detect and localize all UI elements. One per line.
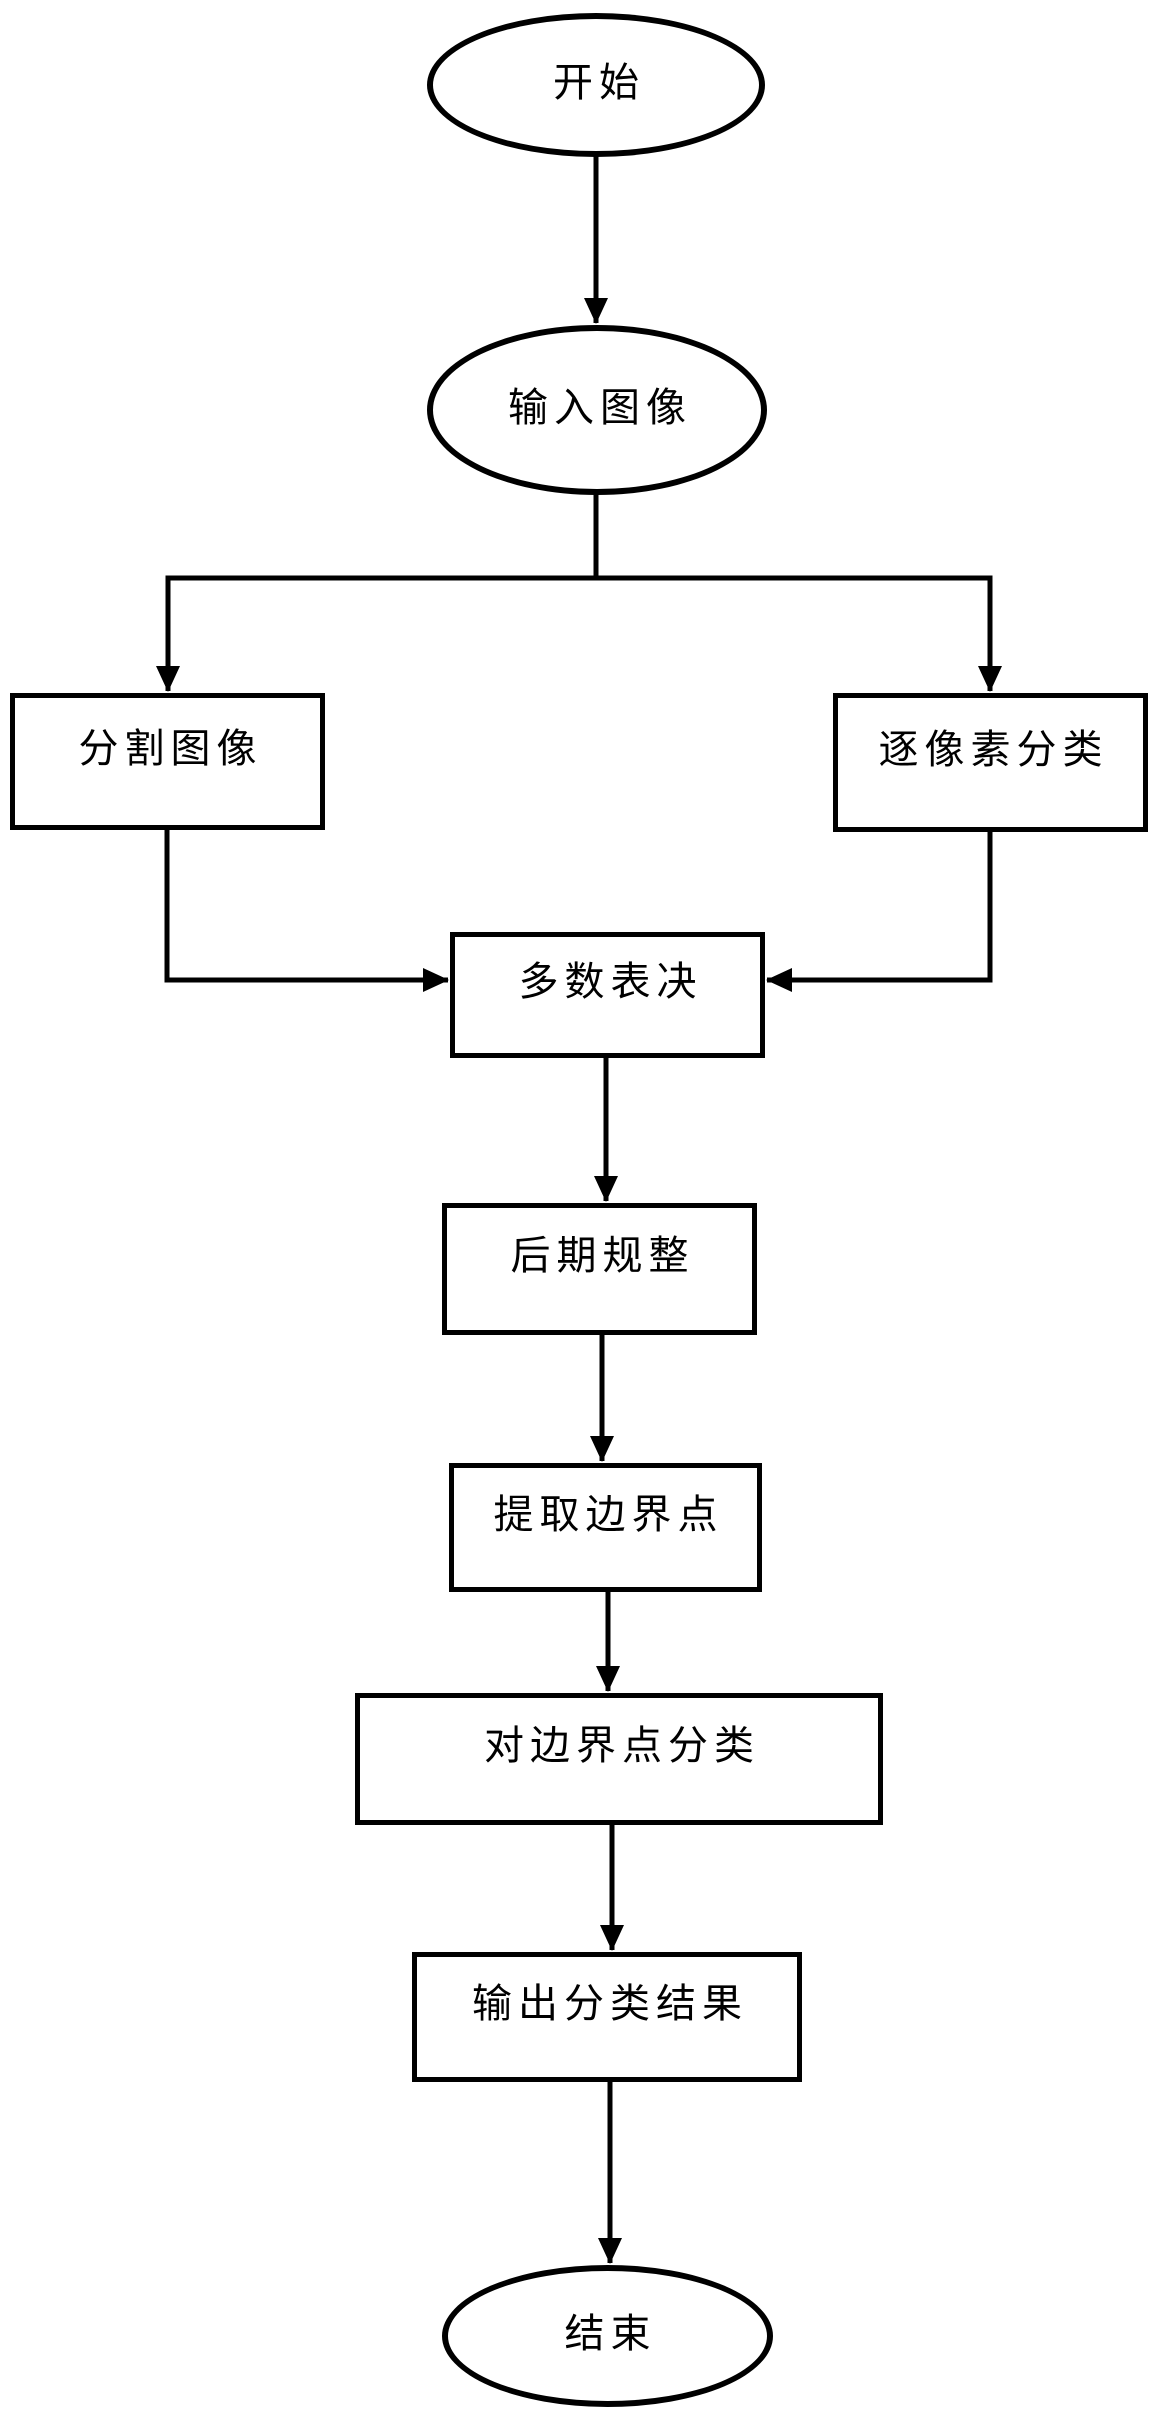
node-end: 结束 bbox=[442, 2265, 773, 2407]
node-pixelwise-classify: 逐像素分类 bbox=[833, 693, 1148, 832]
node-majority-vote: 多数表决 bbox=[450, 932, 765, 1058]
node-segment-image-label: 分割图像 bbox=[78, 725, 263, 771]
node-post-regularize-label: 后期规整 bbox=[510, 1233, 695, 1278]
node-start-label: 开始 bbox=[553, 60, 645, 105]
node-classify-boundary-points-label: 对边界点分类 bbox=[484, 1723, 760, 1768]
node-input-image-label: 输入图像 bbox=[508, 385, 692, 430]
node-start: 开始 bbox=[427, 13, 765, 157]
node-end-label: 结束 bbox=[564, 2311, 657, 2356]
node-pixelwise-classify-label: 逐像素分类 bbox=[878, 726, 1109, 772]
node-classify-boundary-points: 对边界点分类 bbox=[355, 1693, 883, 1825]
edge-segment-to-vote bbox=[164, 828, 449, 992]
node-majority-vote-label: 多数表决 bbox=[518, 959, 703, 1004]
node-segment-image: 分割图像 bbox=[10, 693, 325, 830]
node-extract-boundary-points: 提取边界点 bbox=[449, 1463, 762, 1592]
node-post-regularize: 后期规整 bbox=[442, 1203, 757, 1335]
node-input-image: 输入图像 bbox=[427, 325, 767, 495]
node-output-result: 输出分类结果 bbox=[412, 1952, 802, 2082]
node-extract-boundary-points-label: 提取边界点 bbox=[493, 1491, 724, 1537]
node-output-result-label: 输出分类结果 bbox=[472, 1981, 748, 2026]
edge-pixelwise-to-vote bbox=[766, 830, 993, 992]
